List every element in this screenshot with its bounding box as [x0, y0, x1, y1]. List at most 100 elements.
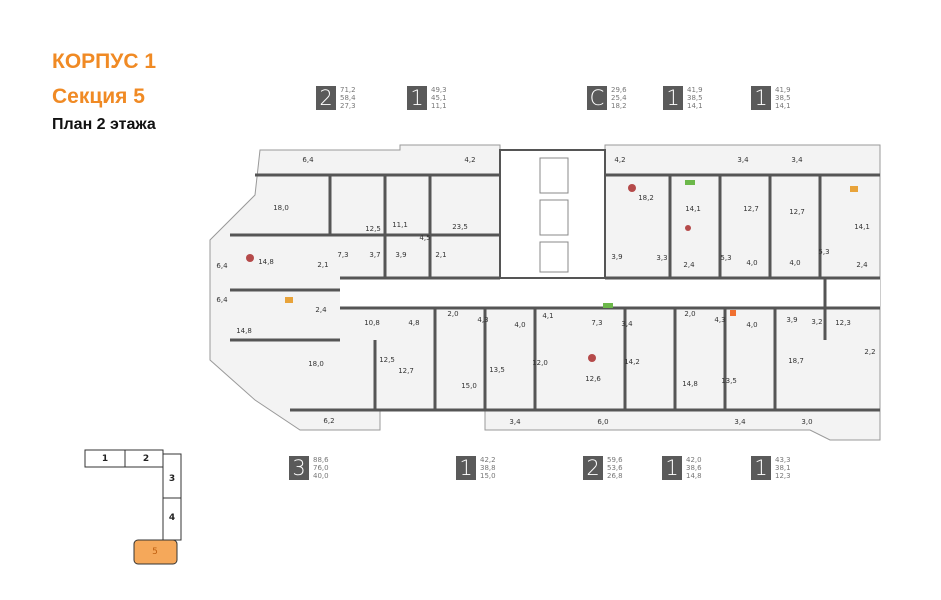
room-area-label: 3,4: [791, 156, 803, 164]
rooms-count: 1: [662, 456, 682, 480]
keyplan-section-3[interactable]: 3: [168, 474, 176, 484]
room-area-label: 3,7: [369, 251, 381, 259]
room-area-label: 3,0: [801, 418, 813, 426]
room-area-label: 2,1: [317, 261, 329, 269]
room-area-label: 6,0: [597, 418, 609, 426]
total-area: 59,6: [607, 456, 623, 464]
room-area-label: 3,9: [786, 316, 798, 324]
total-area: 43,3: [775, 456, 791, 464]
total-area: 88,6: [313, 456, 329, 464]
room-area: 12,3: [775, 472, 791, 480]
room-area-label: 4,0: [746, 259, 758, 267]
room-area-label: 7,3: [591, 319, 603, 327]
room-area-label: 2,4: [315, 306, 327, 314]
keyplan: [84, 449, 182, 565]
room-area-label: 15,0: [461, 382, 477, 390]
room-area-label: 18,0: [308, 360, 324, 368]
section-title: Секция 5: [52, 85, 145, 108]
room-area: 14,1: [775, 102, 791, 110]
room-area: 15,0: [480, 472, 496, 480]
rooms-count: 1: [663, 86, 683, 110]
room-area-label: 3,9: [395, 251, 407, 259]
room-area-label: 23,5: [452, 223, 468, 231]
living-area: 38,5: [775, 94, 791, 102]
keyplan-section-4[interactable]: 4: [168, 513, 176, 523]
keyplan-section-2[interactable]: 2: [142, 454, 150, 464]
rooms-count: С: [587, 86, 607, 110]
rooms-count: 2: [316, 86, 336, 110]
room-area-label: 3,2: [811, 318, 823, 326]
total-area: 71,2: [340, 86, 356, 94]
room-area-label: 12,3: [835, 319, 851, 327]
room-area-label: 13,5: [721, 377, 737, 385]
room-area-label: 2,2: [864, 348, 876, 356]
room-area: 11,1: [431, 102, 447, 110]
room-area-label: 2,0: [684, 310, 696, 318]
living-area: 25,4: [611, 94, 627, 102]
room-area-label: 4,0: [789, 259, 801, 267]
keyplan-section-1[interactable]: 1: [101, 454, 109, 464]
room-area-label: 6,4: [302, 156, 314, 164]
room-area: 14,1: [687, 102, 703, 110]
room-area-label: 12,6: [585, 375, 601, 383]
room-area-label: 14,2: [624, 358, 640, 366]
room-area: 18,2: [611, 102, 627, 110]
keyplan-section-5-current[interactable]: 5: [152, 547, 158, 557]
floor-plan-title: План 2 этажа: [52, 116, 156, 133]
room-area-label: 5,3: [720, 254, 732, 262]
room-area-label: 4,2: [464, 156, 476, 164]
room-area: 14,8: [686, 472, 702, 480]
room-area-label: 12,5: [379, 356, 395, 364]
room-area-label: 6,4: [216, 262, 228, 270]
living-area: 38,5: [687, 94, 703, 102]
room-area-label: 4,0: [746, 321, 758, 329]
room-area-label: 4,0: [514, 321, 526, 329]
room-area: 27,3: [340, 102, 356, 110]
room-area-label: 4,3: [477, 316, 489, 324]
room-area-label: 4,1: [542, 312, 554, 320]
room-area-label: 14,8: [682, 380, 698, 388]
living-area: 58,4: [340, 94, 356, 102]
room-area-label: 2,4: [856, 261, 868, 269]
room-area-label: 2,0: [447, 310, 459, 318]
room-area-label: 14,8: [236, 327, 252, 335]
room-area-label: 4,3: [714, 316, 726, 324]
room-area: 40,0: [313, 472, 329, 480]
living-area: 38,8: [480, 464, 496, 472]
room-area-label: 2,4: [683, 261, 695, 269]
room-area-label: 12,7: [789, 208, 805, 216]
room-area: 26,8: [607, 472, 623, 480]
room-area-label: 7,3: [337, 251, 349, 259]
total-area: 41,9: [775, 86, 791, 94]
rooms-count: 2: [583, 456, 603, 480]
room-area-label: 12,5: [365, 225, 381, 233]
room-area-label: 4,2: [614, 156, 626, 164]
room-area-label: 18,0: [273, 204, 289, 212]
room-area-label: 3,4: [509, 418, 521, 426]
room-area-label: 10,8: [364, 319, 380, 327]
room-area-label: 14,8: [258, 258, 274, 266]
room-area-label: 6,4: [216, 296, 228, 304]
rooms-count: 3: [289, 456, 309, 480]
rooms-count: 1: [751, 86, 771, 110]
room-area-label: 4,8: [408, 319, 420, 327]
